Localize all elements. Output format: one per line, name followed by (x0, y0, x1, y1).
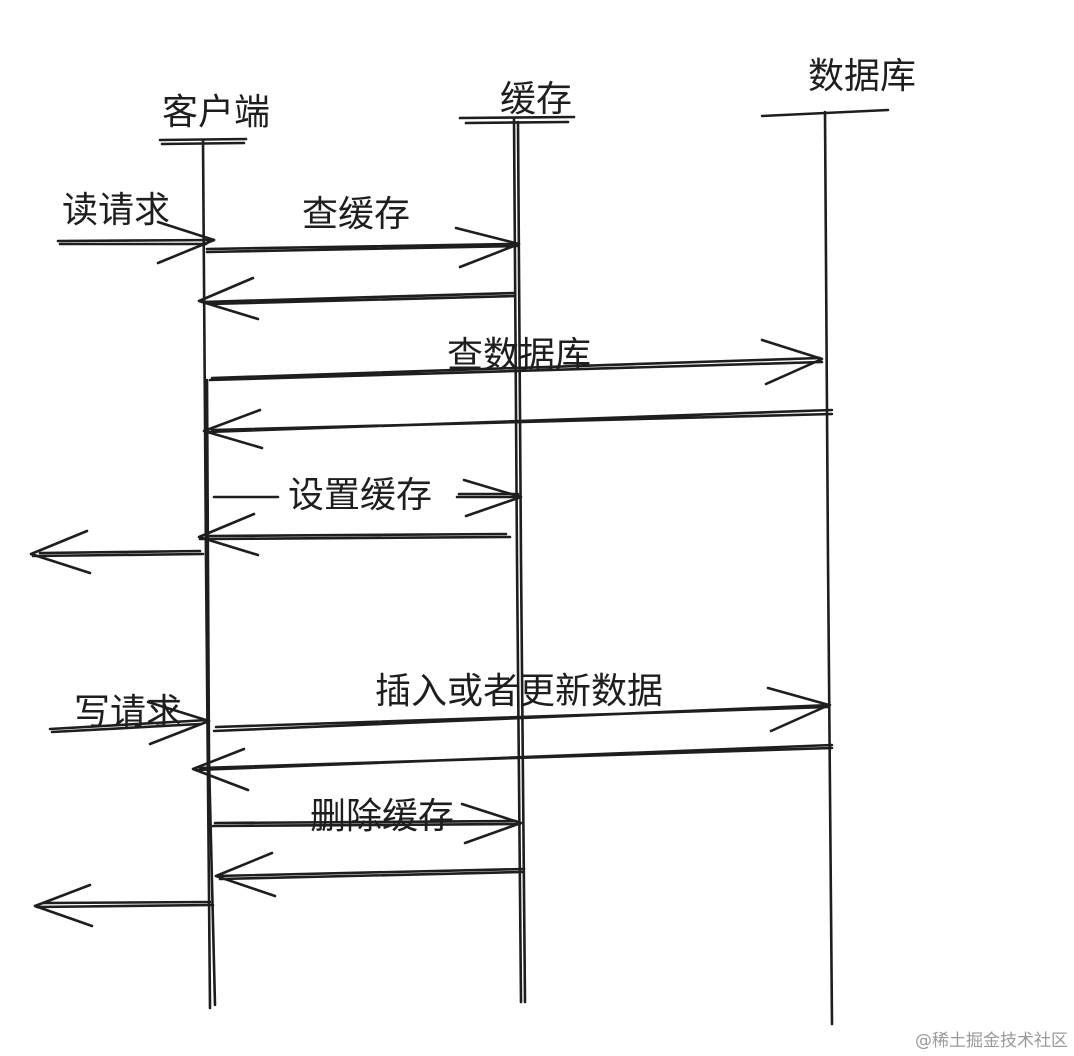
delete-cache-label: 删除缓存 (310, 796, 454, 837)
query-database-label: 查数据库 (447, 335, 591, 376)
query-cache-arrow (205, 226, 521, 269)
insert-or-update-arrow (212, 686, 832, 733)
read-request-label: 读请求 (62, 190, 170, 231)
delete-cache-reply-arrow (214, 851, 526, 898)
cache-reply-arrow (197, 276, 517, 321)
read-request-arrow (56, 220, 216, 265)
watermark: @稀土掘金技术社区 (915, 1031, 1068, 1051)
database-write-reply-arrow (191, 743, 834, 792)
set-cache-label: 设置缓存 (288, 475, 432, 516)
query-database-arrow (208, 338, 824, 386)
query-cache-label: 查缓存 (302, 194, 410, 235)
set-cache-reply-arrow (197, 512, 512, 557)
write-response-arrow (33, 883, 215, 928)
read-response-arrow (29, 529, 205, 575)
insert-or-update-label: 插入或者更新数据 (375, 671, 663, 712)
write-request-label: 写请求 (74, 692, 182, 733)
write-request-arrow (48, 700, 211, 746)
lifeline-cache (512, 116, 527, 1004)
delete-cache-arrow (211, 802, 523, 845)
database-reply-arrow (202, 408, 834, 450)
participant-client-label: 客户端 (162, 92, 270, 133)
lifeline-client (201, 138, 217, 1010)
participant-cache-label: 缓存 (500, 79, 572, 120)
participant-database-label: 数据库 (808, 56, 916, 97)
set-cache-arrow (212, 478, 523, 518)
lifeline-database (823, 110, 834, 1026)
